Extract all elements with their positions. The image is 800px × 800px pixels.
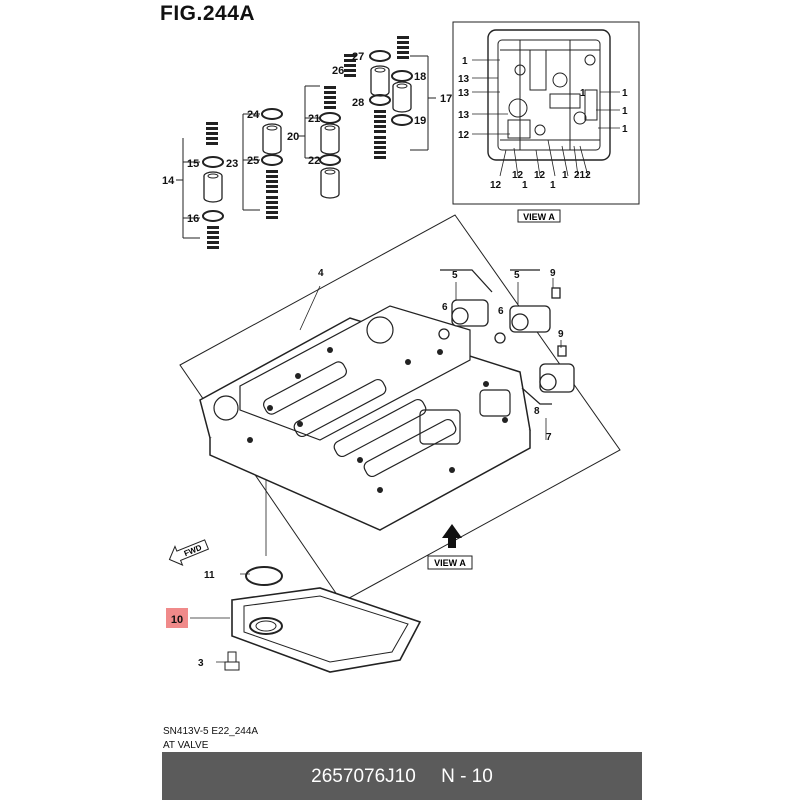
callout-10: 10	[171, 614, 183, 626]
callout-20: 20	[287, 131, 299, 143]
callout-4: 4	[318, 268, 324, 279]
inset-callout-12: 12	[458, 130, 470, 141]
callout-18: 18	[414, 71, 426, 83]
callout-21: 21	[308, 113, 320, 125]
inset-callout-13: 13	[458, 74, 470, 85]
inset-callout-12: 12	[512, 170, 524, 181]
callout-14: 14	[162, 175, 175, 187]
footer-text: 2657076J10 N - 10	[162, 766, 642, 788]
fwd-arrow: FWD	[168, 539, 210, 566]
callout-25: 25	[247, 155, 259, 167]
o-ring	[245, 566, 283, 586]
inset-callout-1: 1	[580, 88, 586, 99]
inset-callout-1: 1	[622, 88, 628, 99]
callout-9: 9	[558, 329, 564, 340]
callout-17: 17	[440, 93, 452, 105]
oil-strainer	[231, 587, 422, 673]
bolt	[224, 651, 240, 671]
callout-5: 5	[452, 270, 458, 281]
inset-callout-1: 1	[550, 180, 556, 191]
highlight-box	[166, 608, 188, 628]
inset-callout-1: 1	[622, 106, 628, 117]
callout-16: 16	[187, 213, 199, 225]
inset-callout-13: 13	[458, 110, 470, 121]
callout-9: 9	[550, 268, 556, 279]
part-suffix: N - 10	[441, 766, 493, 787]
callout-6: 6	[442, 302, 448, 313]
inset-callout-12: 12	[534, 170, 546, 181]
callout-23: 23	[226, 158, 238, 170]
callout-5: 5	[514, 270, 520, 281]
callout-11: 11	[204, 570, 215, 581]
inset-callout-1: 1	[462, 56, 468, 67]
callout-6: 6	[498, 306, 504, 317]
valve-spring-group	[176, 55, 436, 239]
inset-callout-12: 12	[490, 180, 502, 191]
figure-title: FIG.244A	[160, 2, 256, 25]
callout-26: 26	[332, 65, 344, 77]
view-a-arrow: VIEW A	[427, 524, 473, 570]
callout-22: 22	[308, 155, 320, 167]
inset-callout-1: 1	[522, 180, 528, 191]
inset-callout-1: 1	[622, 124, 628, 135]
view-a-inset: 1 13 13 13 12 12 12 1 12 1 1 212 1 1 1 1…	[452, 21, 640, 223]
caption-code: SN413V-5 E22_244A	[163, 726, 259, 737]
view-a-label-main: VIEW A	[434, 558, 466, 568]
footer-bar: 2657076J10 N - 10	[162, 752, 642, 800]
callout-28: 28	[352, 97, 364, 109]
caption-title: AT VALVE	[163, 740, 209, 751]
inset-callout-13: 13	[458, 88, 470, 99]
callout-7: 7	[546, 432, 552, 443]
callout-3: 3	[198, 658, 204, 669]
exploded-parts-diagram: 14 15 16 23 24 25 20 21 22 26 27 28 18 1…	[162, 21, 640, 673]
view-a-label: VIEW A	[523, 212, 555, 222]
callout-19: 19	[414, 115, 426, 127]
inset-callout-1: 1	[562, 170, 568, 181]
part-number: 2657076J10	[311, 766, 416, 787]
solenoid-valves	[438, 269, 575, 405]
callout-24: 24	[247, 109, 260, 121]
callout-27: 27	[352, 51, 364, 63]
callout-15: 15	[187, 158, 199, 170]
inset-callout-212: 212	[574, 170, 591, 181]
valve-body	[179, 214, 621, 603]
callout-8: 8	[534, 406, 540, 417]
